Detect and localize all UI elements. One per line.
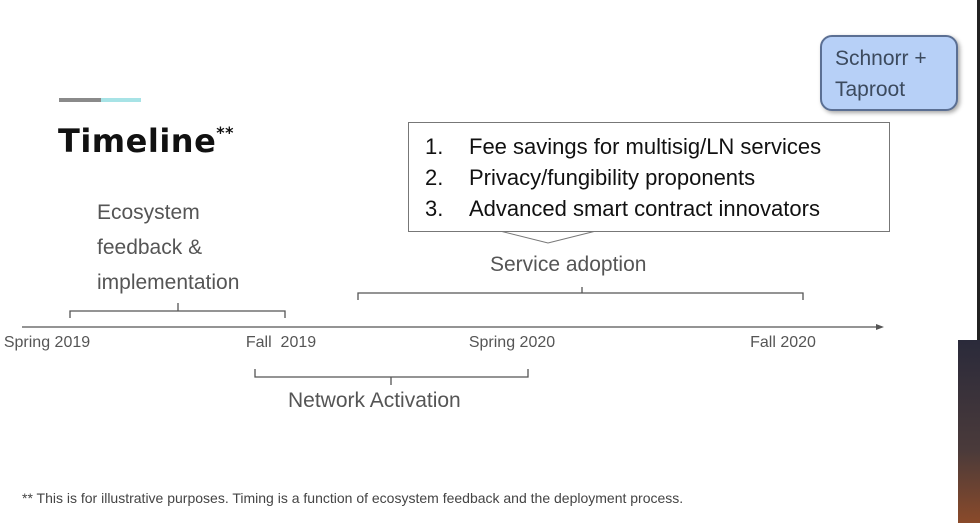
page-title: Timeline** <box>58 122 234 160</box>
ecosystem-bracket <box>69 303 286 318</box>
axis-tick-spring-2019: Spring 2019 <box>3 334 91 351</box>
item-text: Advanced smart contract innovators <box>469 196 820 221</box>
axis-tick-spring-2020: Spring 2020 <box>468 334 556 351</box>
network-activation-bracket <box>254 369 529 385</box>
axis-tick-fall-2020: Fall 2020 <box>750 334 816 351</box>
callout-item: 3. Advanced smart contract innovators <box>425 193 889 224</box>
item-text: Privacy/fungibility proponents <box>469 165 756 190</box>
ecosystem-line-3: implementation <box>97 271 240 294</box>
stakeholder-callout: 1. Fee savings for multisig/LN services 2… <box>408 122 890 232</box>
slide-edge <box>977 0 980 340</box>
network-activation-label: Network Activation <box>288 389 461 412</box>
axis-arrowhead <box>876 324 884 330</box>
service-adoption-label: Service adoption <box>490 253 647 276</box>
callout-item: 2. Privacy/fungibility proponents <box>425 162 889 193</box>
axis-tick-fall-2019: Fall 2019 <box>245 334 317 351</box>
ecosystem-line-1: Ecosystem <box>97 201 200 224</box>
badge-line-1: Schnorr + <box>835 47 927 70</box>
badge-line-2: Taproot <box>835 78 906 101</box>
webcam-overlay <box>958 340 980 523</box>
title-footnote-mark: ** <box>216 123 234 142</box>
title-accent-bar-gray <box>59 98 101 102</box>
ecosystem-phase-label: Ecosystem feedback & implementation <box>97 195 239 300</box>
item-number: 1. <box>425 134 444 159</box>
item-number: 3. <box>425 196 444 221</box>
schnorr-taproot-badge: Schnorr + Taproot <box>820 35 958 111</box>
footnote: ** This is for illustrative purposes. Ti… <box>22 490 684 506</box>
service-adoption-bracket <box>357 287 804 300</box>
callout-item: 1. Fee savings for multisig/LN services <box>425 131 889 162</box>
ecosystem-line-2: feedback & <box>97 236 203 259</box>
callout-box-cover <box>408 230 890 232</box>
callout-pointer <box>499 230 597 244</box>
title-text: Timeline <box>58 122 217 160</box>
title-accent-bar-teal <box>101 98 141 102</box>
item-number: 2. <box>425 165 444 190</box>
item-text: Fee savings for multisig/LN services <box>469 134 822 159</box>
